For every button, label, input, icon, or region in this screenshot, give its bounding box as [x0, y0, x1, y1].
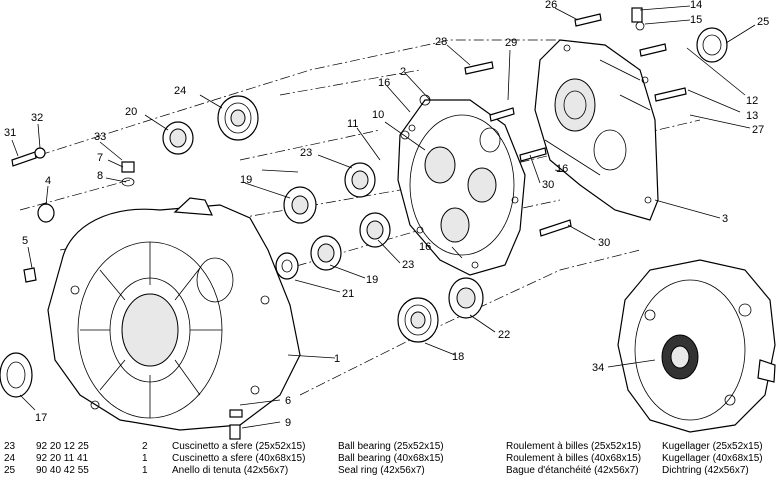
callout-19a: 19 — [240, 174, 252, 186]
callout-31: 31 — [4, 127, 16, 139]
callout-34: 34 — [592, 362, 604, 374]
seal-ring-17 — [0, 352, 33, 398]
callout-26: 26 — [545, 0, 557, 11]
callout-19b: 19 — [366, 274, 378, 286]
callout-9: 9 — [285, 417, 291, 429]
french-description-cell: Roulement à billes (25x52x15) — [506, 441, 642, 452]
callout-6: 6 — [285, 395, 291, 407]
callout-15: 15 — [690, 14, 702, 26]
callout-22: 22 — [498, 329, 510, 341]
callout-8: 8 — [97, 170, 103, 182]
english-description-cell: Ball bearing (25x52x15) — [338, 441, 444, 452]
callout-2: 2 — [400, 66, 406, 78]
main-housing — [47, 197, 301, 431]
german-description-cell: Kugellager (40x68x15) — [662, 453, 763, 464]
position-cell: 24 — [4, 453, 16, 464]
position-cell: 23 — [4, 441, 16, 452]
callout-20: 20 — [125, 106, 137, 118]
callout-16b: 16 — [556, 163, 568, 175]
quantity-cell: 1 — [142, 453, 148, 464]
exploded-view-diagram: 1 2 3 4 5 6 7 8 9 10 11 12 13 14 15 16 1… — [0, 0, 776, 440]
parts-list-table: 23 92 20 12 25 2 Cuscinetto a sfere (25x… — [0, 441, 778, 477]
callout-labels: 1 2 3 4 5 6 7 8 9 10 11 12 13 14 15 16 1… — [4, 0, 769, 429]
italian-description-cell: Cuscinetto a sfere (25x52x15) — [172, 441, 306, 452]
callout-11: 11 — [347, 118, 358, 130]
callout-5: 5 — [22, 235, 28, 247]
assembled-gearbox-view — [617, 259, 776, 433]
callout-13: 13 — [746, 110, 758, 122]
callout-33: 33 — [94, 131, 106, 143]
intermediate-plate — [397, 99, 526, 276]
bearing-19-upper — [283, 186, 317, 224]
callout-25: 25 — [757, 16, 769, 28]
callout-23a: 23 — [300, 147, 312, 159]
callout-32: 32 — [31, 112, 43, 124]
callout-14: 14 — [690, 0, 702, 11]
part-number-cell: 92 20 11 41 — [36, 453, 89, 464]
callout-17: 17 — [35, 412, 47, 424]
table-row: 25 90 40 42 55 1 Anello di tenuta (42x56… — [0, 465, 778, 477]
callout-23b: 23 — [402, 259, 414, 271]
callout-21: 21 — [342, 288, 354, 300]
quantity-cell: 2 — [142, 441, 148, 452]
callout-1: 1 — [334, 353, 340, 365]
callout-30b: 30 — [598, 237, 610, 249]
german-description-cell: Dichtring (42x56x7) — [662, 465, 749, 476]
italian-description-cell: Cuscinetto a sfere (40x68x15) — [172, 453, 306, 464]
callout-16a: 16 — [378, 77, 390, 89]
rear-cover — [534, 39, 659, 221]
bearing-23-upper — [344, 162, 376, 198]
callout-3: 3 — [722, 213, 728, 225]
leader-lines — [11, 5, 756, 429]
position-cell: 25 — [4, 465, 16, 476]
italian-description-cell: Anello di tenuta (42x56x7) — [172, 465, 289, 476]
part-number-cell: 92 20 12 25 — [36, 441, 89, 452]
table-row: 24 92 20 11 41 1 Cuscinetto a sfere (40x… — [0, 453, 778, 465]
bearing-24 — [217, 95, 259, 141]
bearing-18 — [397, 297, 439, 343]
callout-24: 24 — [174, 85, 186, 97]
callout-7: 7 — [97, 152, 103, 164]
english-description-cell: Ball bearing (40x68x15) — [338, 453, 444, 464]
callout-10: 10 — [372, 109, 384, 121]
callout-4: 4 — [45, 175, 51, 187]
table-row: 23 92 20 12 25 2 Cuscinetto a sfere (25x… — [0, 441, 778, 453]
callout-16c: 16 — [419, 241, 431, 253]
bearing-20 — [162, 121, 194, 155]
french-description-cell: Roulement à billes (40x68x15) — [506, 453, 642, 464]
callout-12: 12 — [746, 95, 758, 107]
small-hardware — [11, 7, 687, 440]
bearing-22 — [448, 277, 484, 319]
quantity-cell: 1 — [142, 465, 148, 476]
part-number-cell: 90 40 42 55 — [36, 465, 89, 476]
french-description-cell: Bague d'étanchéité (42x56x7) — [506, 465, 639, 476]
seal-ring-25 — [696, 27, 728, 63]
callout-29: 29 — [505, 37, 517, 49]
german-description-cell: Kugellager (25x52x15) — [662, 441, 763, 452]
english-description-cell: Seal ring (42x56x7) — [338, 465, 425, 476]
bearing-19-lower — [310, 235, 342, 271]
callout-27: 27 — [752, 124, 764, 136]
bearing-23-lower — [359, 212, 391, 248]
callout-30a: 30 — [542, 179, 554, 191]
callout-18: 18 — [452, 351, 464, 363]
shim-21 — [275, 252, 299, 280]
callout-28: 28 — [435, 36, 447, 48]
